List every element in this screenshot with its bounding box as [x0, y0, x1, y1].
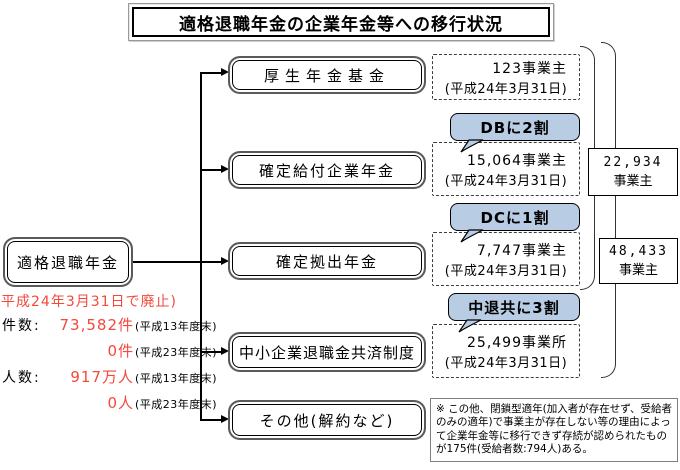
count-date: (平成24年3月31日) — [444, 263, 568, 279]
flow-branch-line — [200, 169, 222, 171]
flow-trunk-line — [200, 72, 202, 421]
total-box-enterprise-pension: 22,934 事業主 — [588, 148, 678, 196]
dest-box-sonota: その他(解約など) — [228, 400, 426, 440]
stat-value: 917万人 — [70, 368, 134, 386]
arrow-icon — [221, 68, 229, 76]
count-box-db: 15,064事業主 (平成24年3月31日) — [432, 142, 580, 196]
flow-branch-line — [200, 419, 222, 421]
callout-db-2wari: DBに2割 — [450, 113, 580, 153]
count-value: 7,747事業主 — [476, 242, 567, 259]
total-box-all-transfers: 48,433 事業主 — [599, 238, 678, 284]
dest-box-kosei-nenkin-kikin: 厚生年金基金 — [228, 56, 426, 94]
title-box: 適格退職年金の企業年金等への移行状況 — [128, 3, 554, 41]
count-date: (平成24年3月31日) — [444, 173, 568, 189]
count-value: 123事業主 — [492, 60, 567, 77]
callout-tail-icon — [458, 319, 482, 333]
count-value: 25,499事業所 — [467, 334, 567, 351]
callout-tail-icon — [460, 229, 484, 243]
arrow-icon — [221, 257, 229, 265]
count-date: (平成24年3月31日) — [444, 81, 568, 97]
arrow-icon — [221, 415, 229, 423]
dest-box-chutaikyo: 中小企業退職金共済制度 — [228, 332, 426, 372]
stat-label: 人数: — [2, 370, 41, 386]
count-box-dc: 7,747事業主 (平成24年3月31日) — [432, 232, 580, 286]
total-unit: 事業主 — [618, 263, 658, 278]
arrow-icon — [221, 165, 229, 173]
arrow-icon — [221, 347, 229, 355]
source-stats: 件数: 73,582件 (平成13年度末) 0件 (平成23年度末) 人数: 9… — [2, 314, 217, 418]
source-box-tekikaku-taishoku-nenkin: 適格退職年金 — [3, 237, 133, 287]
callout-label: 中退共に3割 — [468, 298, 560, 317]
footnote: ※ この他、閉鎖型適年(加入者が存在せず、受給者のみの適年)で事業主が存在しない… — [430, 398, 678, 462]
stat-value: 73,582件 — [59, 316, 134, 334]
count-value: 15,064事業主 — [467, 152, 567, 169]
flow-branch-line — [200, 351, 222, 353]
flow-branch-line — [200, 72, 222, 74]
stat-value: 0人 — [107, 394, 134, 412]
stat-period: (平成23年度末) — [135, 346, 218, 359]
stat-period: (平成13年度末) — [135, 320, 218, 333]
stat-period: (平成13年度末) — [135, 372, 218, 385]
total-value: 22,934 — [603, 154, 663, 170]
flow-branch-line — [133, 261, 222, 263]
callout-chutaikyo-3wari: 中退共に3割 — [448, 293, 580, 333]
callout-label: DCに1割 — [480, 208, 550, 227]
dest-box-kakutei-kyoshutsu: 確定拠出年金 — [228, 242, 426, 280]
stat-value: 0件 — [107, 342, 134, 360]
abolition-note: 平成24年3月31日で廃止) — [1, 294, 177, 310]
bracket-outer-group — [601, 42, 616, 378]
stat-label: 件数: — [2, 318, 41, 334]
count-box-chutaikyo: 25,499事業所 (平成24年3月31日) — [432, 324, 580, 378]
total-value: 48,433 — [609, 243, 668, 259]
stat-period: (平成23年度末) — [135, 398, 218, 411]
page-title: 適格退職年金の企業年金等への移行状況 — [132, 7, 550, 37]
dest-box-kakutei-kyufu: 確定給付企業年金 — [228, 151, 426, 189]
callout-tail-icon — [460, 139, 484, 153]
count-date: (平成24年3月31日) — [444, 355, 568, 371]
callout-dc-1wari: DCに1割 — [450, 203, 580, 243]
total-unit: 事業主 — [613, 174, 653, 189]
callout-label: DBに2割 — [480, 118, 550, 137]
count-box-kosei: 123事業主 (平成24年3月31日) — [432, 54, 580, 100]
